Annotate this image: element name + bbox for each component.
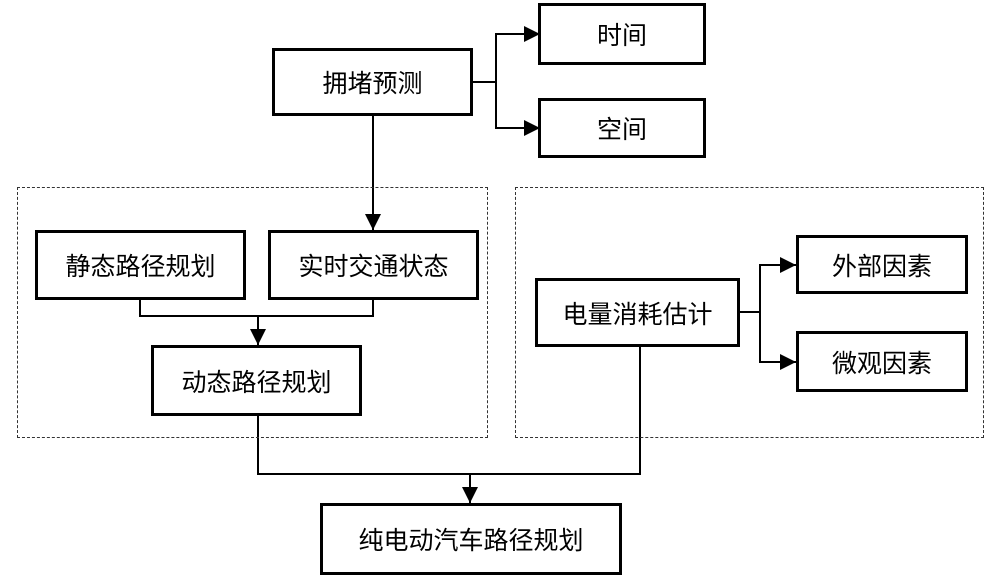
energy-estimate-box: 电量消耗估计: [535, 278, 740, 347]
time-box: 时间: [538, 3, 706, 65]
arrow-energy-to-micro: [759, 312, 796, 370]
merge-line-bottom: [257, 347, 641, 475]
ev-path-planning-box: 纯电动汽车路径规划: [320, 503, 622, 575]
static-path-planning-box: 静态路径规划: [35, 230, 246, 300]
merge-line-static-realtime: [139, 300, 374, 317]
path-planning-group: [17, 187, 488, 438]
realtime-traffic-box: 实时交通状态: [268, 230, 479, 300]
space-box: 空间: [538, 98, 706, 158]
energy-group: [515, 187, 984, 438]
micro-factors-box: 微观因素: [796, 331, 968, 392]
arrow-congestion-to-space: [495, 82, 540, 136]
external-factors-box: 外部因素: [796, 235, 968, 294]
dynamic-path-planning-box: 动态路径规划: [151, 345, 362, 416]
congestion-prediction-box: 拥堵预测: [272, 48, 473, 116]
arrow-energy-to-external: [740, 257, 796, 313]
arrow-congestion-to-time: [473, 26, 540, 83]
